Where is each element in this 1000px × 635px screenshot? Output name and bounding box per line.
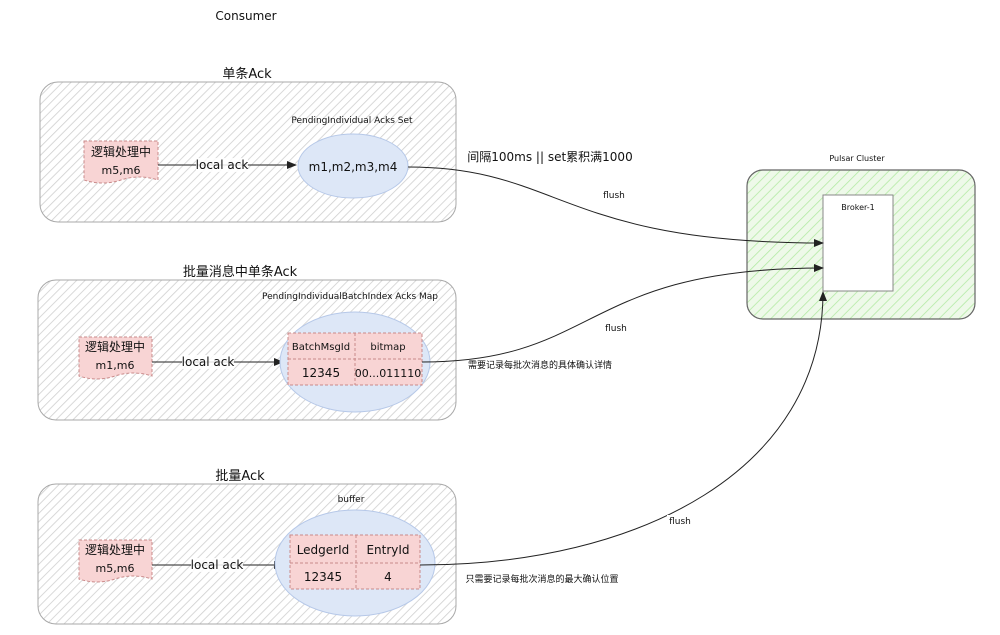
processing-note-items: m5,m6 bbox=[96, 562, 135, 575]
flush-note: 需要记录每批次消息的具体确认详情 bbox=[468, 359, 612, 371]
processing-note-title: 逻辑处理中 bbox=[85, 339, 145, 354]
processing-note: 逻辑处理中 m5,m6 bbox=[83, 140, 159, 184]
flush-label: flush bbox=[605, 324, 627, 334]
cluster-label: Pulsar Cluster bbox=[829, 154, 885, 163]
processing-note: 逻辑处理中 m5,m6 bbox=[78, 539, 153, 583]
broker-box bbox=[822, 194, 894, 292]
table-value-cell: 00...011110 bbox=[355, 367, 421, 380]
table-header-cell: EntryId bbox=[366, 543, 409, 557]
flush-curve-3 bbox=[419, 291, 827, 566]
acks-set-content: m1,m2,m3,m4 bbox=[309, 160, 398, 174]
diagram-title: Consumer bbox=[215, 9, 276, 23]
broker-label: Broker-1 bbox=[841, 203, 875, 212]
section-title: 批量Ack bbox=[215, 469, 265, 484]
table-header-cell: BatchMsgId bbox=[292, 342, 350, 353]
processing-note-items: m1,m6 bbox=[96, 359, 135, 372]
pulsar-cluster: Pulsar Cluster Broker-1 bbox=[746, 154, 976, 320]
table-value-cell: 12345 bbox=[302, 366, 340, 380]
store-label: buffer bbox=[338, 495, 365, 505]
section-batch-ack: 批量Ack buffer 逻辑处理中 m5,m6 local ack Ledge… bbox=[37, 469, 457, 625]
flush-curve-1 bbox=[407, 166, 824, 247]
store-label: PendingIndividualBatchIndex Acks Map bbox=[262, 292, 438, 302]
section-title: 批量消息中单条Ack bbox=[183, 264, 298, 280]
section-title: 单条Ack bbox=[222, 66, 272, 82]
section-batch-index-ack: 批量消息中单条Ack PendingIndividualBatchIndex A… bbox=[37, 264, 457, 421]
table-value-cell: 4 bbox=[384, 570, 392, 584]
local-ack-label: local ack bbox=[191, 558, 244, 572]
acks-set-ellipse bbox=[297, 133, 409, 199]
section-single-ack: 单条Ack 逻辑处理中 m5,m6 local ack PendingIndiv… bbox=[39, 66, 457, 223]
local-ack-label: local ack bbox=[182, 355, 235, 369]
processing-note: 逻辑处理中 m1,m6 bbox=[78, 336, 153, 380]
flush-note: 只需要记录每批次消息的最大确认位置 bbox=[465, 573, 618, 585]
buffer-table: LedgerId EntryId 12345 4 bbox=[289, 534, 421, 590]
table-value-cell: 12345 bbox=[304, 570, 342, 584]
flush-note: 间隔100ms || set累积满1000 bbox=[467, 150, 632, 164]
table-header-cell: bitmap bbox=[370, 342, 405, 353]
flush-curve-2 bbox=[421, 264, 824, 363]
local-ack-label: local ack bbox=[196, 158, 249, 172]
flush-connectors: flush 间隔100ms || set累积满1000 flush 需要记录每批… bbox=[407, 150, 827, 585]
flush-label: flush bbox=[603, 191, 625, 201]
flush-label: flush bbox=[669, 517, 691, 527]
processing-note-title: 逻辑处理中 bbox=[85, 542, 145, 557]
store-label: PendingIndividual Acks Set bbox=[291, 116, 413, 126]
processing-note-title: 逻辑处理中 bbox=[91, 144, 151, 159]
processing-note-items: m5,m6 bbox=[102, 164, 141, 177]
table-header-cell: LedgerId bbox=[297, 543, 350, 557]
acks-map-table: BatchMsgId bitmap 12345 00...011110 bbox=[287, 332, 423, 386]
